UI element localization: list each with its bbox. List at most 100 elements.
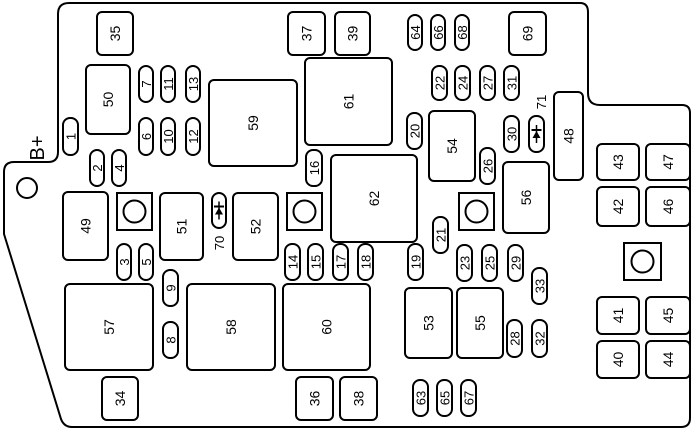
relay-socket-icon — [286, 192, 323, 231]
relay-body — [508, 11, 547, 56]
mounting-hole — [16, 177, 38, 199]
fuse-relay-38: 38 — [339, 376, 378, 421]
fuse-number-label: 26 — [481, 159, 496, 173]
fuse-number-label: 31 — [505, 76, 520, 90]
mini-fuse-body — [432, 216, 449, 254]
diode-symbol-icon — [214, 201, 224, 220]
relay-body — [502, 161, 550, 234]
relay-body — [428, 110, 476, 182]
mini-fuse-body — [332, 243, 349, 281]
mini-fuse-body — [138, 65, 154, 103]
fuse-number-label: 11 — [161, 77, 176, 91]
relay-body — [339, 376, 378, 421]
relay-body — [645, 186, 691, 227]
fuse-box-outline — [3, 1, 691, 428]
fuse-number-label: 38 — [351, 391, 367, 407]
mini-fuse-body — [531, 319, 548, 358]
relay-socket-icon — [458, 192, 495, 231]
mini-fuse-body — [481, 244, 498, 282]
fuse-relay-35: 35 — [96, 11, 134, 56]
fuse-relay-41: 41 — [596, 296, 640, 335]
relay-body — [596, 296, 640, 335]
fuse-number-label: 57 — [101, 319, 117, 335]
fuse-number-label: 5 — [139, 258, 154, 265]
relay-body — [334, 11, 371, 56]
fuse-number-label: 24 — [456, 76, 471, 90]
relay-body — [304, 57, 393, 146]
fuse-number-label: 8 — [164, 336, 179, 343]
fuse-relay-57: 57 — [64, 283, 154, 371]
mini-fuse-27: 27 — [479, 65, 496, 101]
mini-fuse-body — [479, 65, 496, 101]
fuse-relay-39: 39 — [334, 11, 371, 56]
fuse-number-label: 60 — [319, 319, 335, 335]
mini-fuse-body — [185, 117, 201, 156]
fuse-number-label: 23 — [458, 256, 473, 270]
relay-body — [186, 283, 276, 371]
mini-fuse-body — [111, 149, 127, 187]
mini-fuse-14: 14 — [284, 243, 301, 281]
fuse-relay-62: 62 — [330, 154, 418, 243]
fuse-number-label: 22 — [433, 76, 448, 90]
mini-fuse-30: 30 — [503, 115, 520, 153]
relay-socket-icon — [623, 242, 662, 281]
fuse-relay-40: 40 — [596, 340, 640, 379]
mini-fuse-body — [507, 244, 524, 282]
fuse-relay-58: 58 — [186, 283, 276, 371]
relay-body — [96, 11, 134, 56]
mini-fuse-body — [454, 65, 471, 101]
mini-fuse-body — [138, 117, 154, 156]
relay-body — [330, 154, 418, 243]
fuse-relay-52: 52 — [232, 192, 279, 261]
mini-fuse-body — [162, 321, 179, 359]
mini-fuse-body — [185, 65, 201, 103]
fuse-number-label: 18 — [359, 255, 374, 269]
fuse-number-label: 58 — [223, 319, 239, 335]
fuse-number-label: 56 — [518, 190, 534, 206]
fuse-number-label: 27 — [481, 76, 496, 90]
fuse-number-label: 37 — [299, 26, 315, 42]
relay-body — [282, 283, 371, 371]
mini-fuse-19: 19 — [407, 243, 424, 281]
relay-body — [645, 143, 691, 181]
mini-fuse-2: 2 — [89, 149, 105, 187]
mini-fuse-22: 22 — [431, 65, 448, 101]
relay-body — [85, 64, 131, 135]
mini-fuse-5: 5 — [138, 243, 154, 281]
mini-fuse-7: 7 — [138, 65, 154, 103]
mini-fuse-body — [412, 379, 429, 417]
mini-fuse-13: 13 — [185, 65, 201, 103]
mini-fuse-9: 9 — [162, 269, 179, 307]
mini-fuse-10: 10 — [160, 117, 176, 156]
fuse-relay-48: 48 — [553, 91, 584, 181]
fuse-number-label: 40 — [610, 352, 626, 368]
mini-fuse-body — [138, 243, 154, 281]
fuse-number-label: 14 — [286, 255, 301, 269]
fuse-number-label: 15 — [309, 255, 324, 269]
relay-body — [596, 186, 640, 227]
mini-fuse-67: 67 — [460, 379, 477, 417]
fuse-relay-36: 36 — [295, 376, 334, 421]
fuse-number-label: 59 — [245, 115, 261, 131]
fuse-relay-53: 53 — [404, 287, 453, 359]
fuse-number-label: 9 — [164, 284, 179, 291]
fuse-relay-59: 59 — [208, 79, 298, 167]
fuse-number-label: 64 — [408, 25, 423, 39]
fuse-relay-55: 55 — [456, 287, 504, 359]
fuse-number-label: 47 — [660, 154, 676, 170]
b-plus-label: B+ — [27, 135, 49, 160]
relay-body — [553, 91, 584, 181]
mini-fuse-body — [160, 65, 176, 103]
fuse-relay-51: 51 — [159, 192, 204, 261]
fuse-number-label: 51 — [174, 219, 190, 235]
fuse-number-label: 32 — [533, 331, 548, 345]
mini-fuse-66: 66 — [430, 14, 446, 51]
fuse-number-label: 54 — [444, 138, 460, 154]
mini-fuse-body — [479, 147, 496, 185]
fuse-number-label: 33 — [533, 279, 548, 293]
mini-fuse-body — [431, 65, 448, 101]
fuse-relay-45: 45 — [645, 296, 691, 335]
fuse-number-label: 34 — [112, 391, 128, 407]
mini-fuse-body — [407, 14, 423, 51]
mini-fuse-body — [89, 149, 105, 187]
